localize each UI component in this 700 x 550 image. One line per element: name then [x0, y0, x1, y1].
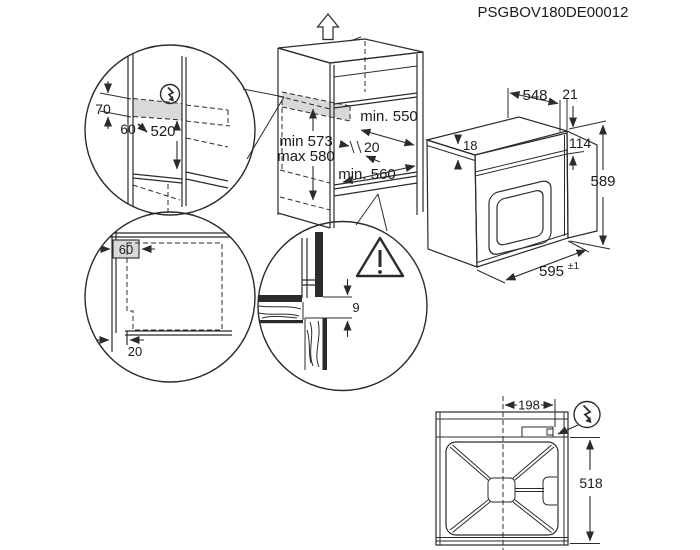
detail-rear-gap: 9: [257, 220, 428, 392]
dim-niche-depth-bottom: min. 560: [338, 166, 396, 183]
dim-front-gap: 20: [128, 344, 142, 359]
callout-leader-gap: [355, 193, 388, 232]
detail-cabinet-top-view: 60 20: [84, 211, 256, 383]
dim-zone-height-above-shelf: 520: [150, 123, 175, 140]
warning-icon: [355, 236, 405, 278]
cabinet-isometric: min. 550 20 min 573 max 580 min. 560: [242, 13, 424, 232]
dim-zone-width: 60: [119, 242, 133, 257]
dim-zone-height: 70: [95, 101, 111, 117]
airflow-arrow-icon: [316, 13, 340, 41]
dim-zone-front-offset: 60: [120, 121, 136, 137]
dim-niche-depth-top: min. 550: [360, 108, 418, 125]
dim-mains-offset: 198: [518, 398, 540, 413]
connection-zone-shaded: [282, 92, 350, 121]
dim-rear-gap: 9: [352, 300, 359, 315]
drawing-code: PSGBOV180DE00012: [478, 4, 629, 21]
electrical-connection-icon: [573, 400, 601, 429]
dim-oven-height: 589: [590, 173, 615, 190]
dim-control-panel-height: 114: [569, 135, 592, 151]
dim-door-overhang: 21: [562, 86, 578, 102]
dim-top-view-depth: 518: [579, 475, 603, 491]
dim-top-clearance: 18: [463, 138, 477, 153]
dim-oven-depth: 548: [522, 87, 547, 104]
oven-isometric: 548 21 18 114 589 595 ±1: [424, 86, 616, 284]
oven-top-view: 198 518: [435, 396, 603, 550]
dim-niche-height-max: max 580: [277, 148, 335, 165]
dim-oven-width-tolerance: ±1: [568, 261, 579, 272]
dim-oven-width: 595: [539, 263, 564, 280]
dim-niche-height-min: min 573: [279, 133, 332, 150]
detail-connection-zone: 70 60 520: [84, 44, 256, 216]
electrical-connection-icon: [159, 83, 181, 105]
oven-door-window: [488, 180, 552, 255]
dim-shelf-setback: 20: [364, 139, 380, 155]
